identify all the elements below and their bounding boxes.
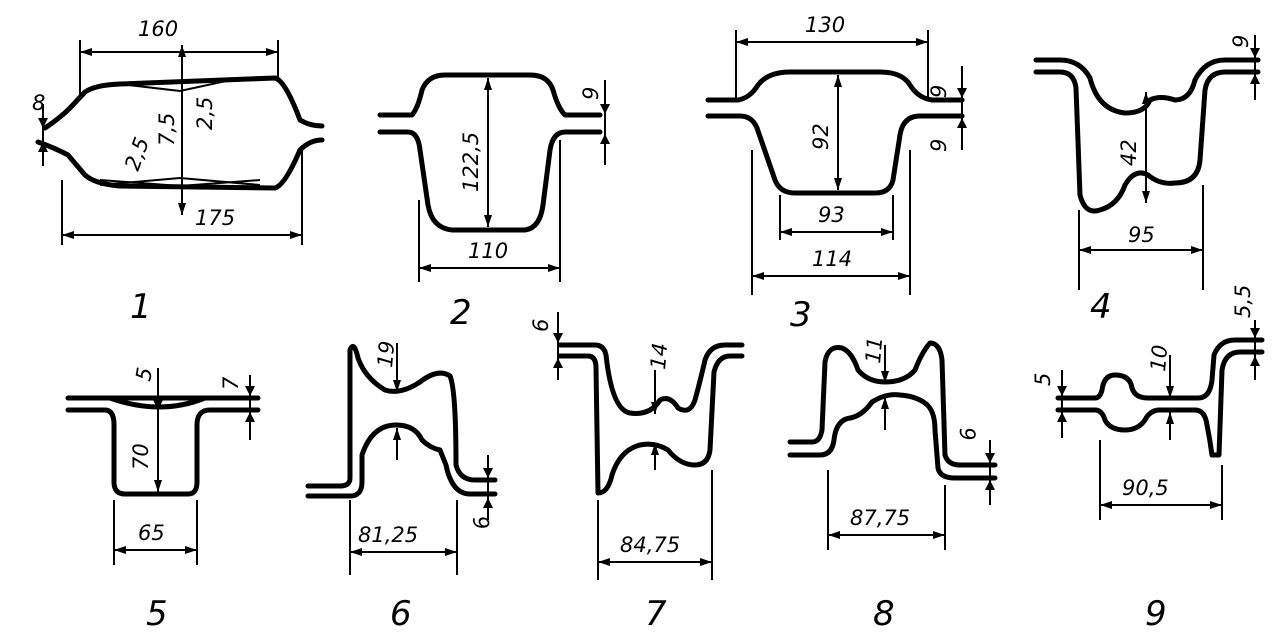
figure-6-arrow [483, 468, 493, 478]
figure-3: 130 92 9 9 93 114 3 [705, 13, 967, 335]
figure-3-dim-bottom-width: 114 [812, 247, 852, 271]
figure-4-arrow [1250, 74, 1260, 84]
figure-6-dim-height: 19 [373, 340, 399, 369]
figure-1-arrow [38, 142, 48, 152]
figure-4-outer-profile [1033, 57, 1261, 116]
figure-3-arrow [957, 118, 967, 128]
figure-1-inner-profile [35, 137, 325, 191]
figure-3-dim-height: 92 [809, 123, 833, 150]
figure-3-inner-profile [705, 113, 965, 196]
figure-7-inner-profile [557, 353, 745, 496]
figure-1-number: 1 [130, 287, 152, 327]
figure-5-dim-dip: 5 [131, 366, 157, 383]
figure-3-number: 3 [790, 295, 812, 335]
figure-5-arrow [245, 386, 255, 396]
figure-4-dim-height: 42 [1117, 139, 1141, 166]
figure-7-arrow [553, 358, 563, 368]
figure-1-dim-dent-right: 2,5 [193, 97, 217, 130]
figure-9-dim-gap-left: 5 [1031, 373, 1055, 386]
figure-2-number: 2 [450, 293, 472, 333]
figure-2-arrow [600, 134, 610, 144]
figure-6-dim-gap: 6 [469, 514, 495, 531]
figure-9-dim-gap-right: 5,5 [1231, 285, 1255, 318]
figure-4-number: 4 [1090, 287, 1112, 327]
figure-6-dim-bottom-width: 81,25 [358, 523, 418, 547]
figure-2-dim-height: 122,5 [459, 132, 483, 192]
figure-4-dim-gap: 9 [1229, 35, 1253, 48]
figure-5: 5 7 70 65 5 [65, 366, 261, 634]
figure-2-dim-gap: 9 [579, 87, 603, 100]
figure-3-dim-top-width: 130 [805, 13, 845, 37]
figure-9: 5 10 5,5 90,5 9 [1031, 285, 1265, 634]
figure-8-number: 8 [873, 594, 895, 634]
figure-2-dim-bottom-width: 110 [468, 239, 508, 263]
figure-1-dim-top-width: 160 [138, 17, 178, 41]
figure-7-dim-bottom-width: 84,75 [620, 533, 680, 557]
figure-1-dim-bottom-width: 175 [195, 206, 235, 230]
figure-1-dim-left-gap: 8 [32, 91, 45, 115]
figure-4-inner-profile [1033, 69, 1261, 214]
figure-6: 19 6 81,25 6 [305, 340, 498, 634]
figure-3-dim-gap-top: 9 [927, 85, 951, 98]
figure-5-number: 5 [146, 594, 168, 634]
figure-5-dim-height: 70 [129, 443, 153, 470]
figure-3-arrow [957, 88, 967, 98]
figure-8-inner-profile [787, 392, 998, 481]
figure-8-dim-bottom-width: 87,75 [850, 506, 910, 530]
figure-5-arrow [153, 400, 163, 410]
figure-5-dim-bottom-width: 65 [138, 521, 165, 545]
figure-8-dim-gap: 6 [956, 426, 981, 441]
figure-9-dim-bottom-width: 90,5 [1122, 476, 1169, 500]
figure-7-number: 7 [645, 594, 667, 634]
figure-7-outer-profile [557, 342, 745, 416]
figure-8-arrow [985, 453, 995, 463]
figure-1-arrow [38, 118, 48, 128]
figure-9-outer-profile [1055, 337, 1265, 401]
figure-6-arrow [483, 498, 493, 508]
figure-2: 122,5 9 110 2 [377, 72, 610, 333]
figure-9-arrow [1057, 386, 1067, 396]
figure-5-inner-profile [65, 407, 261, 497]
figure-2-outer-profile [377, 72, 603, 118]
figure-6-inner-profile [305, 422, 498, 499]
figure-1-dim-height: 7,5 [155, 113, 179, 146]
figure-9-arrow [1250, 328, 1260, 338]
figure-1-outer-profile [42, 75, 325, 131]
figure-9-inner-profile [1055, 349, 1265, 458]
figure-8-dim-height: 11 [861, 336, 887, 365]
figure-1: 160 175 8 7,5 2,5 2,5 1 [32, 17, 325, 327]
figure-3-outer-profile [705, 69, 965, 103]
figure-1-dim-dent-left: 2,5 [120, 134, 154, 174]
figure-5-dim-gap: 7 [219, 376, 243, 390]
figure-8: 11 6 87,75 8 [787, 336, 998, 634]
figure-4: 9 42 95 4 [1033, 35, 1261, 327]
figure-2-inner-profile [377, 129, 603, 233]
figure-7: 6 14 84,75 7 [529, 312, 745, 634]
figure-7-arrow [553, 333, 563, 343]
figure-6-outer-profile [347, 343, 498, 483]
figure-6-number: 6 [390, 594, 412, 634]
figure-5-arrow [245, 412, 255, 422]
figure-4-dim-bottom-width: 95 [1128, 223, 1155, 247]
figure-9-arrow [1057, 412, 1067, 422]
figure-2-arrow [600, 104, 610, 114]
figure-3-dim-gap-bottom: 9 [927, 139, 951, 152]
figure-8-outer-profile [787, 340, 998, 468]
figure-7-dim-height: 14 [646, 342, 672, 371]
figure-9-dim-height: 10 [1146, 344, 1172, 373]
figure-9-arrow [1250, 356, 1260, 366]
figure-3-dim-inner-width: 93 [818, 203, 845, 227]
figure-9-number: 9 [1145, 594, 1167, 634]
figure-4-arrow [1250, 48, 1260, 58]
figure-6-left-wall [305, 347, 353, 489]
figure-8-arrow [985, 480, 995, 490]
figure-7-dim-gap: 6 [529, 319, 553, 332]
